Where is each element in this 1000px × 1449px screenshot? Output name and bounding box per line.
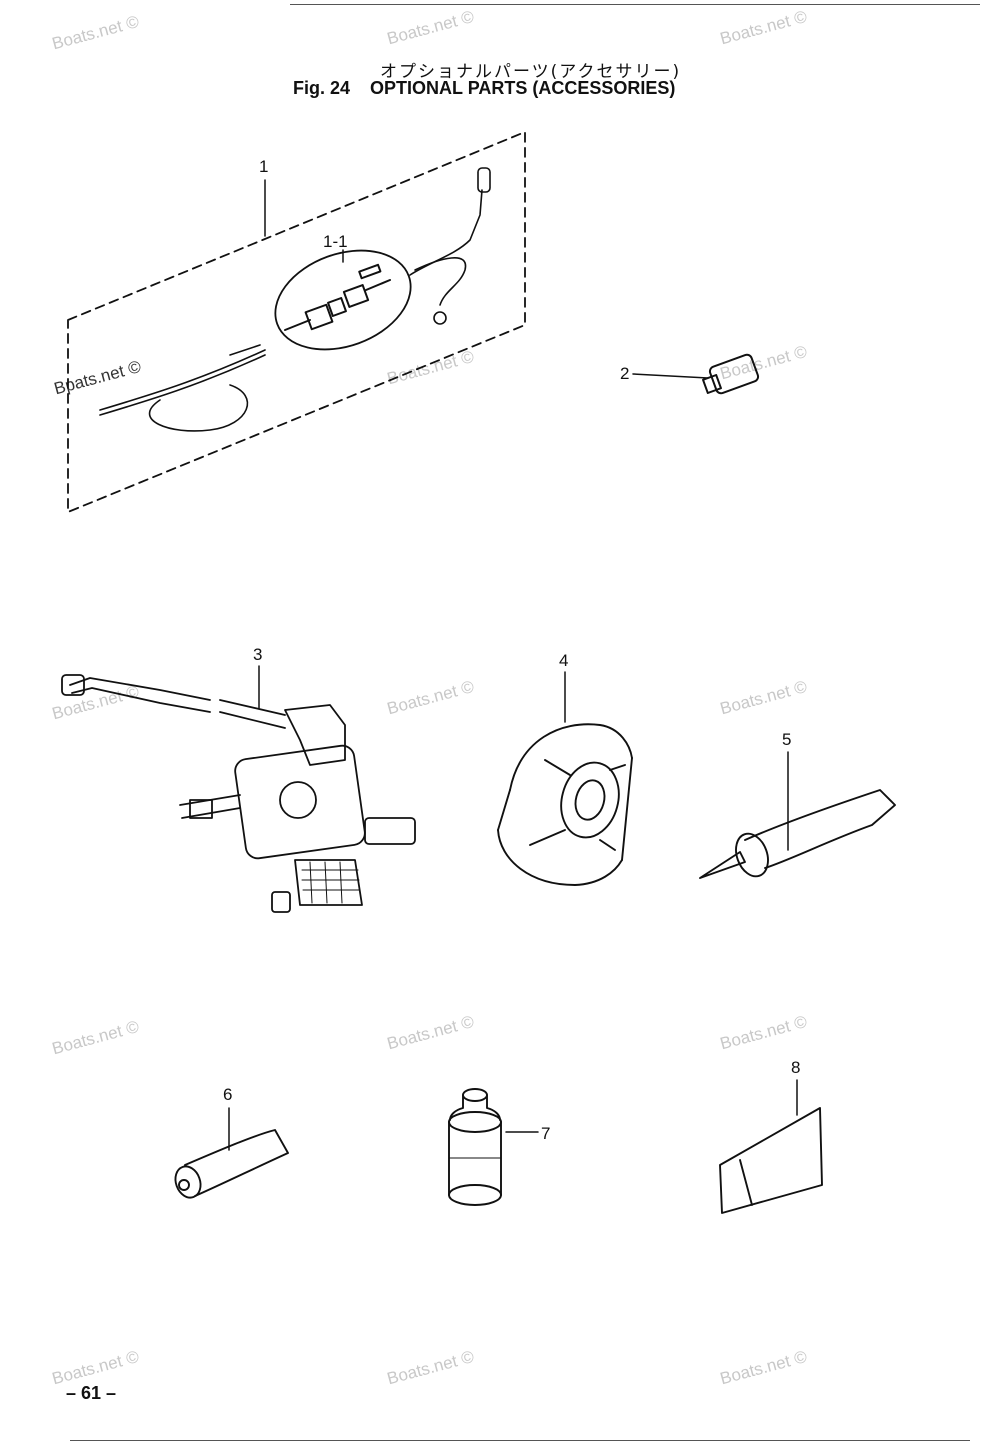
callout-part-5: 5 — [782, 730, 792, 749]
page-number: – 61 – — [66, 1383, 117, 1403]
callout-part-6: 6 — [223, 1085, 233, 1104]
part-1-wiring-harness — [99, 167, 491, 432]
callout-part-1-1: 1-1 — [323, 232, 348, 251]
callout-part-8: 8 — [791, 1058, 801, 1077]
part-1-1-fittings — [274, 249, 412, 351]
part-1-kit-outline — [67, 131, 526, 513]
part-2-plug — [632, 353, 760, 395]
callout-part-1: 1 — [259, 157, 269, 176]
part-6-tube — [174, 1107, 289, 1199]
callout-part-7: 7 — [541, 1124, 551, 1143]
figure-title-english: OPTIONAL PARTS (ACCESSORIES) — [370, 78, 676, 98]
bottom-rule — [70, 1440, 970, 1441]
part-4-clutch — [497, 671, 633, 886]
callout-part-3: 3 — [253, 645, 263, 664]
part-7-can — [448, 1088, 539, 1206]
figure-title-japanese: オプショナルパーツ(アクセサリー) — [380, 62, 682, 82]
part-3-pump-assembly — [61, 665, 416, 913]
top-rule — [290, 4, 980, 5]
callout-part-2: 2 — [620, 364, 630, 383]
figure-number: Fig. 24 — [293, 78, 351, 98]
part-5-tube — [699, 751, 896, 879]
part-8-packet — [719, 1079, 823, 1214]
callout-part-4: 4 — [559, 651, 569, 670]
part-3-grip-pattern — [301, 861, 361, 904]
figure-title: Fig. 24 OPTIONAL PARTS (ACCESSORIES) — [293, 78, 675, 99]
